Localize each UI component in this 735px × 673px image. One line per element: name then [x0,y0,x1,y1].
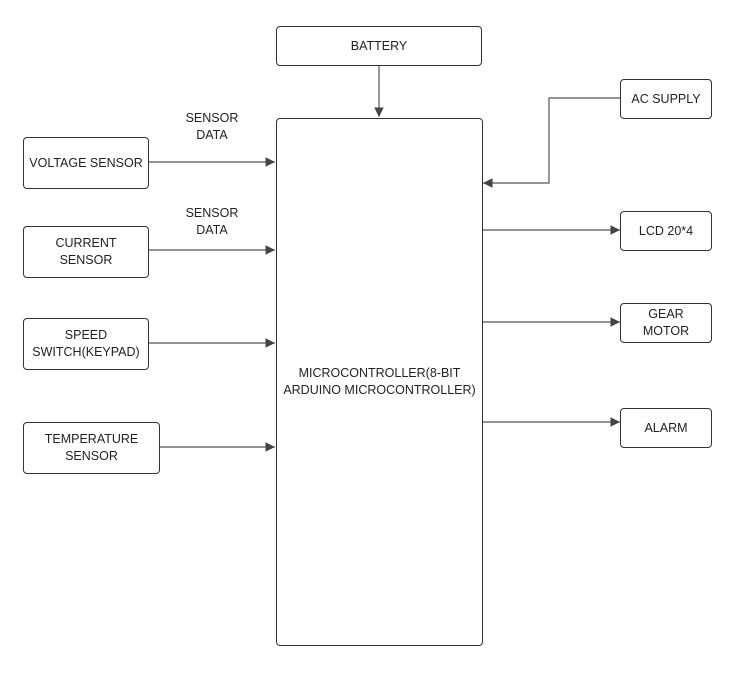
lcd-block: LCD 20*4 [620,211,712,251]
temperature-sensor-block: TEMPERATURE SENSOR [23,422,160,474]
arrow-ac-supply-to-mcu [483,97,620,188]
battery-block: BATTERY [276,26,482,66]
edge-label-current-sensor-data: SENSOR DATA [185,206,239,237]
edge-label-voltage-sensor-data: SENSOR DATA [185,111,239,142]
gear-motor-block: GEAR MOTOR [620,303,712,343]
ac-supply-block: AC SUPPLY [620,79,712,119]
voltage-sensor-block: VOLTAGE SENSOR [23,137,149,189]
current-sensor-block: CURRENT SENSOR [23,226,149,278]
speed-switch-block: SPEED SWITCH(KEYPAD) [23,318,149,370]
alarm-block: ALARM [620,408,712,448]
microcontroller-block: MICROCONTROLLER(8-BIT ARDUINO MICROCONTR… [276,118,483,646]
